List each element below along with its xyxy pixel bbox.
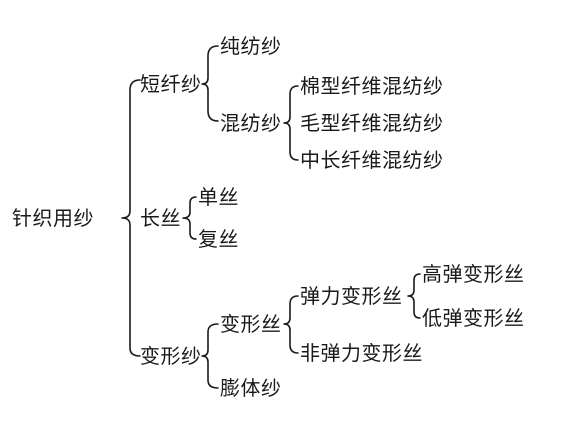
elastic-bracket [407, 273, 421, 319]
deformed-bracket [283, 295, 299, 354]
filament-bracket [182, 196, 197, 240]
textured-bracket [201, 323, 219, 389]
blended-bracket [283, 85, 299, 161]
root-label: 针织用纱 [12, 206, 94, 230]
bulked-yarn-label: 膨体纱 [220, 376, 282, 400]
root-bracket [121, 79, 141, 357]
elastic-deformed-label: 弹力变形丝 [300, 284, 403, 308]
short-fiber-label: 短纤纱 [140, 72, 202, 96]
filament-item-mono: 单丝 [198, 185, 239, 209]
non-elastic-deformed-label: 非弹力变形丝 [300, 341, 423, 365]
pure-yarn-label: 纯纺纱 [220, 34, 282, 58]
elastic-item-low: 低弹变形丝 [422, 306, 525, 330]
elastic-item-high: 高弹变形丝 [422, 262, 525, 286]
blended-yarn-label: 混纺纱 [220, 111, 282, 135]
blended-item-cotton: 棉型纤维混纺纱 [300, 74, 444, 98]
filament-label: 长丝 [140, 206, 181, 230]
deformed-filament-label: 变形丝 [220, 312, 282, 336]
textured-yarn-label: 变形纱 [140, 344, 202, 368]
filament-item-multi: 复丝 [198, 227, 239, 251]
blended-item-midlength: 中长纤维混纺纱 [300, 148, 444, 172]
short-fiber-bracket [201, 45, 219, 122]
blended-item-wool: 毛型纤维混纺纱 [300, 111, 444, 135]
